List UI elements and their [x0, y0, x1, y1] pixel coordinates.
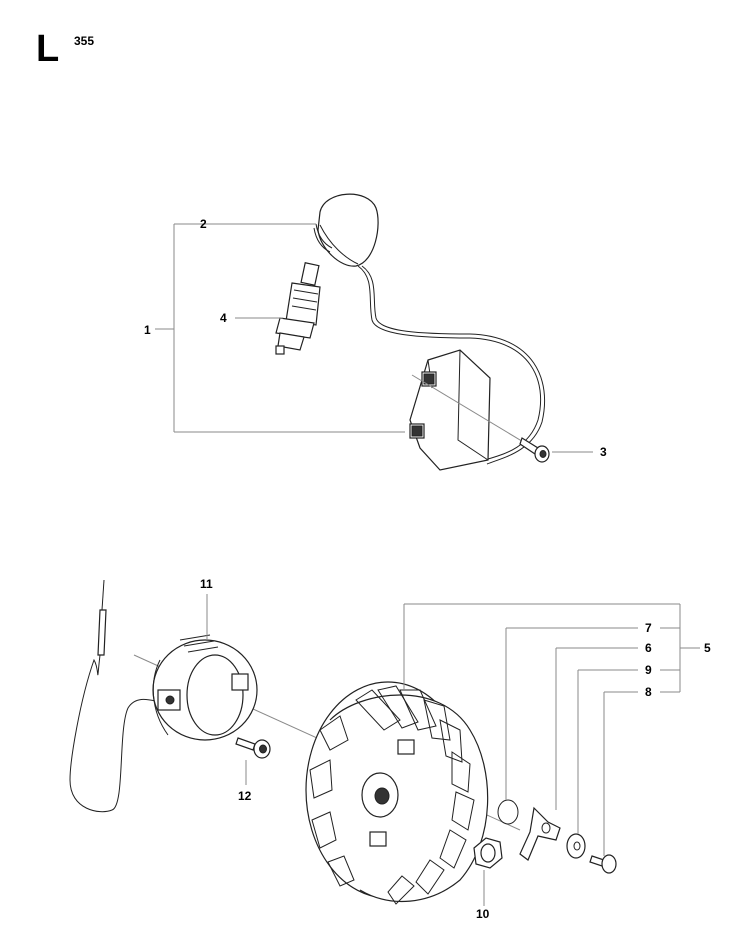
bolt-part-8[interactable] — [589, 854, 617, 874]
callout-5: 5 — [704, 641, 711, 655]
page-number: 355 — [74, 34, 95, 48]
spark-plug[interactable] — [275, 262, 321, 355]
sensor-wire — [69, 579, 161, 813]
washer-part-9[interactable] — [566, 833, 586, 859]
callout-8: 8 — [645, 685, 652, 699]
callout-1: 1 — [144, 323, 151, 337]
callout-9: 9 — [645, 663, 652, 677]
section-letter: L — [36, 28, 60, 70]
screw-part-3[interactable] — [519, 437, 550, 463]
flywheel-nut[interactable] — [473, 837, 503, 869]
callout-7: 7 — [645, 621, 652, 635]
ignition-lead — [357, 265, 542, 461]
callout-12: 12 — [238, 789, 252, 803]
spring-part-7[interactable] — [497, 799, 519, 825]
ignition-module[interactable] — [409, 349, 491, 471]
pawl-part-6[interactable] — [519, 806, 561, 861]
callout-11: 11 — [200, 577, 213, 591]
callout-3: 3 — [600, 445, 607, 459]
flywheel[interactable] — [305, 681, 489, 905]
callout-6: 6 — [645, 641, 652, 655]
callout-bracket-5 — [206, 594, 700, 856]
callout-2: 2 — [200, 217, 207, 231]
screw-part-12[interactable] — [235, 737, 271, 759]
ignition-coil[interactable] — [152, 634, 258, 741]
callout-4: 4 — [220, 311, 227, 325]
callout-10: 10 — [476, 907, 490, 921]
spark-plug-cap[interactable] — [313, 193, 379, 267]
